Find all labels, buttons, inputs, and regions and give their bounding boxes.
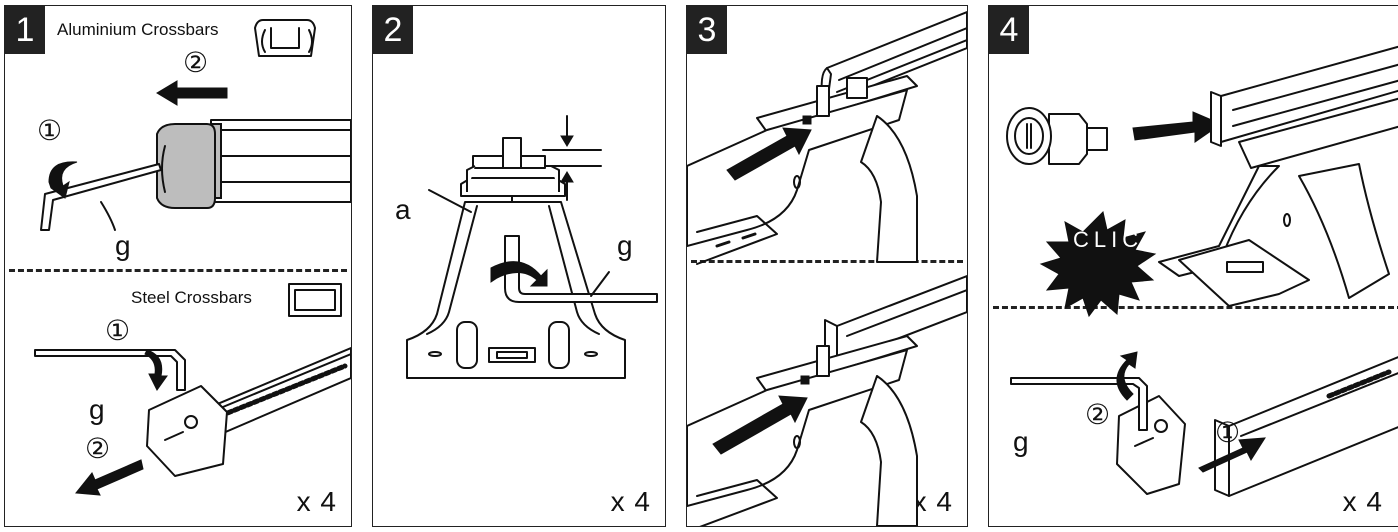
foot-bottom (756, 335, 918, 393)
panel-step-4: 4 (988, 5, 1398, 527)
aluminium-crossbars-label: Aluminium Crossbars (57, 20, 219, 39)
circled-step-2-top: ② (183, 47, 209, 78)
circled-step-1: ① (1215, 417, 1241, 448)
lock-cylinder (1006, 107, 1108, 165)
hex-key (504, 235, 658, 303)
circled-step-1-bottom: ① (105, 315, 131, 346)
circled-step-2: ② (1085, 399, 1111, 430)
rotation-arrow (490, 261, 548, 287)
rotation-arrow (1116, 351, 1138, 401)
step-4-illustration (1006, 45, 1398, 497)
circled-step-2-bottom: ② (85, 433, 111, 464)
insert-arrow (1132, 111, 1223, 143)
panel-step-2: 2 a g x 4 (372, 5, 666, 527)
insert-arrow-top (726, 127, 812, 181)
steel-crossbars-label: Steel Crossbars (131, 288, 252, 307)
step-number: 2 (373, 6, 413, 54)
steel-profile-icon (288, 283, 342, 317)
rotation-arrow-bottom (144, 349, 168, 391)
panel-step-3: 3 x 4 (686, 5, 968, 527)
dashed-separator (9, 269, 347, 272)
clamp-tab-bottom (816, 345, 830, 377)
hex-key-label-bottom: g (89, 394, 105, 425)
hex-key-bottom (34, 349, 186, 391)
clamp-head (1116, 395, 1186, 495)
foot (1238, 97, 1398, 169)
multiplier: x 4 (912, 486, 953, 517)
step-2-illustration (406, 115, 658, 379)
dashed-separator (691, 260, 963, 263)
step-3-illustration (687, 11, 967, 526)
step-number: 4 (989, 6, 1029, 54)
part-label-a: a (395, 194, 411, 225)
bolt-head (502, 137, 522, 169)
aluminium-profile-icon (254, 19, 316, 57)
clic-burst (1039, 211, 1157, 318)
aluminium-bar (210, 119, 351, 203)
direction-arrow-down-left (75, 459, 144, 496)
hex-key-top (40, 163, 162, 231)
step-number: 1 (5, 6, 45, 54)
end-cap (156, 123, 216, 209)
aluminium-bar (1210, 45, 1398, 147)
clearance-indicator (542, 115, 602, 201)
hex-key-label: g (617, 230, 633, 261)
dashed-separator (993, 306, 1398, 309)
hex-key-label: g (1013, 426, 1029, 457)
multiplier: x 4 (1342, 486, 1383, 517)
step-number: 3 (687, 6, 727, 54)
insert-arrow-bottom (712, 395, 808, 455)
hex-key-label-top: g (115, 230, 131, 261)
multiplier: x 4 (296, 486, 337, 517)
steel-bar (1214, 356, 1398, 497)
leader-a (428, 189, 472, 213)
direction-arrow-left-top (156, 80, 228, 106)
multiplier: x 4 (610, 486, 651, 517)
circled-step-1-top: ① (37, 115, 63, 146)
clamp-tab (816, 85, 830, 117)
hex-key (1010, 377, 1148, 431)
steel-clamp-head (146, 385, 228, 477)
push-arrow (1198, 437, 1266, 473)
clic-label: CLIC (1073, 227, 1144, 252)
rotation-arrow-top (48, 161, 78, 199)
step-1-illustration (34, 19, 351, 496)
panel-step-1: 1 Aluminium Crossbars ② ① g Steel Crossb… (4, 5, 352, 527)
